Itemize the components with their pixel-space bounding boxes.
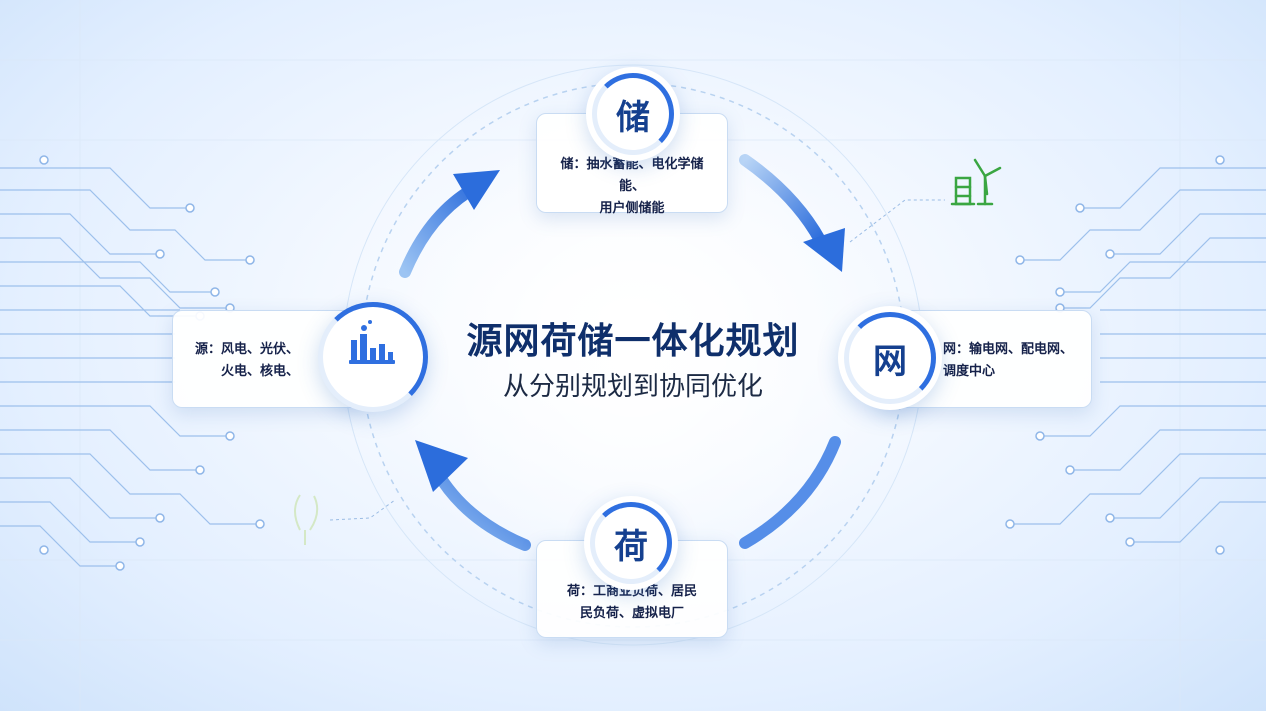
source-card-line2: 火电、核电、 <box>220 364 299 379</box>
grid-card-line2: 调度中心 <box>943 364 996 379</box>
circuit-traces-left <box>0 167 260 567</box>
grid-badge-char: 网 <box>873 341 907 382</box>
cycle-arrow-grid-to-load <box>739 436 841 549</box>
storage-badge-char: 储 <box>616 97 650 138</box>
load-card-line2: 民负荷、虚拟电厂 <box>579 606 684 621</box>
plant-leader-line <box>329 499 396 521</box>
storage-card-line1: 储：抽水蓄能、电化学储能、 <box>560 157 704 194</box>
power-plant-icon <box>349 320 395 364</box>
center-subtitle: 从分别规划到协同优化 <box>502 372 763 402</box>
cycle-arrow-head-storage <box>453 170 500 210</box>
load-card-line1: 荷：工商业负荷、居民 <box>566 584 697 599</box>
storage-card-line2: 用户侧储能 <box>599 201 665 216</box>
circuit-nodes-right <box>1005 155 1225 555</box>
load-badge: 荷 <box>584 496 678 590</box>
source-card-line1: 源：风电、光伏、 <box>194 342 299 357</box>
center-glow <box>383 105 883 605</box>
grid-badge-ring <box>844 312 936 404</box>
storage-badge: 储 <box>586 67 680 161</box>
storage-badge-ring <box>592 73 674 155</box>
cycle-arrow-head-source <box>415 440 468 492</box>
source-icon-overlay <box>349 320 395 364</box>
circuit-traces-right <box>1010 167 1266 543</box>
plant-leaf-icon <box>294 494 319 545</box>
load-badge-ring <box>590 502 672 584</box>
grid-badge: 网 <box>838 306 942 410</box>
cycle-arrow-head-grid <box>803 228 845 272</box>
cycle-arrow-storage-to-grid <box>739 154 826 246</box>
load-badge-char: 荷 <box>614 526 648 567</box>
grid-card-line1: 网：输电网、配电网、 <box>943 342 1074 357</box>
center-title: 源网荷储一体化规划 <box>466 321 800 362</box>
wind-turbine-icon <box>950 158 1002 206</box>
